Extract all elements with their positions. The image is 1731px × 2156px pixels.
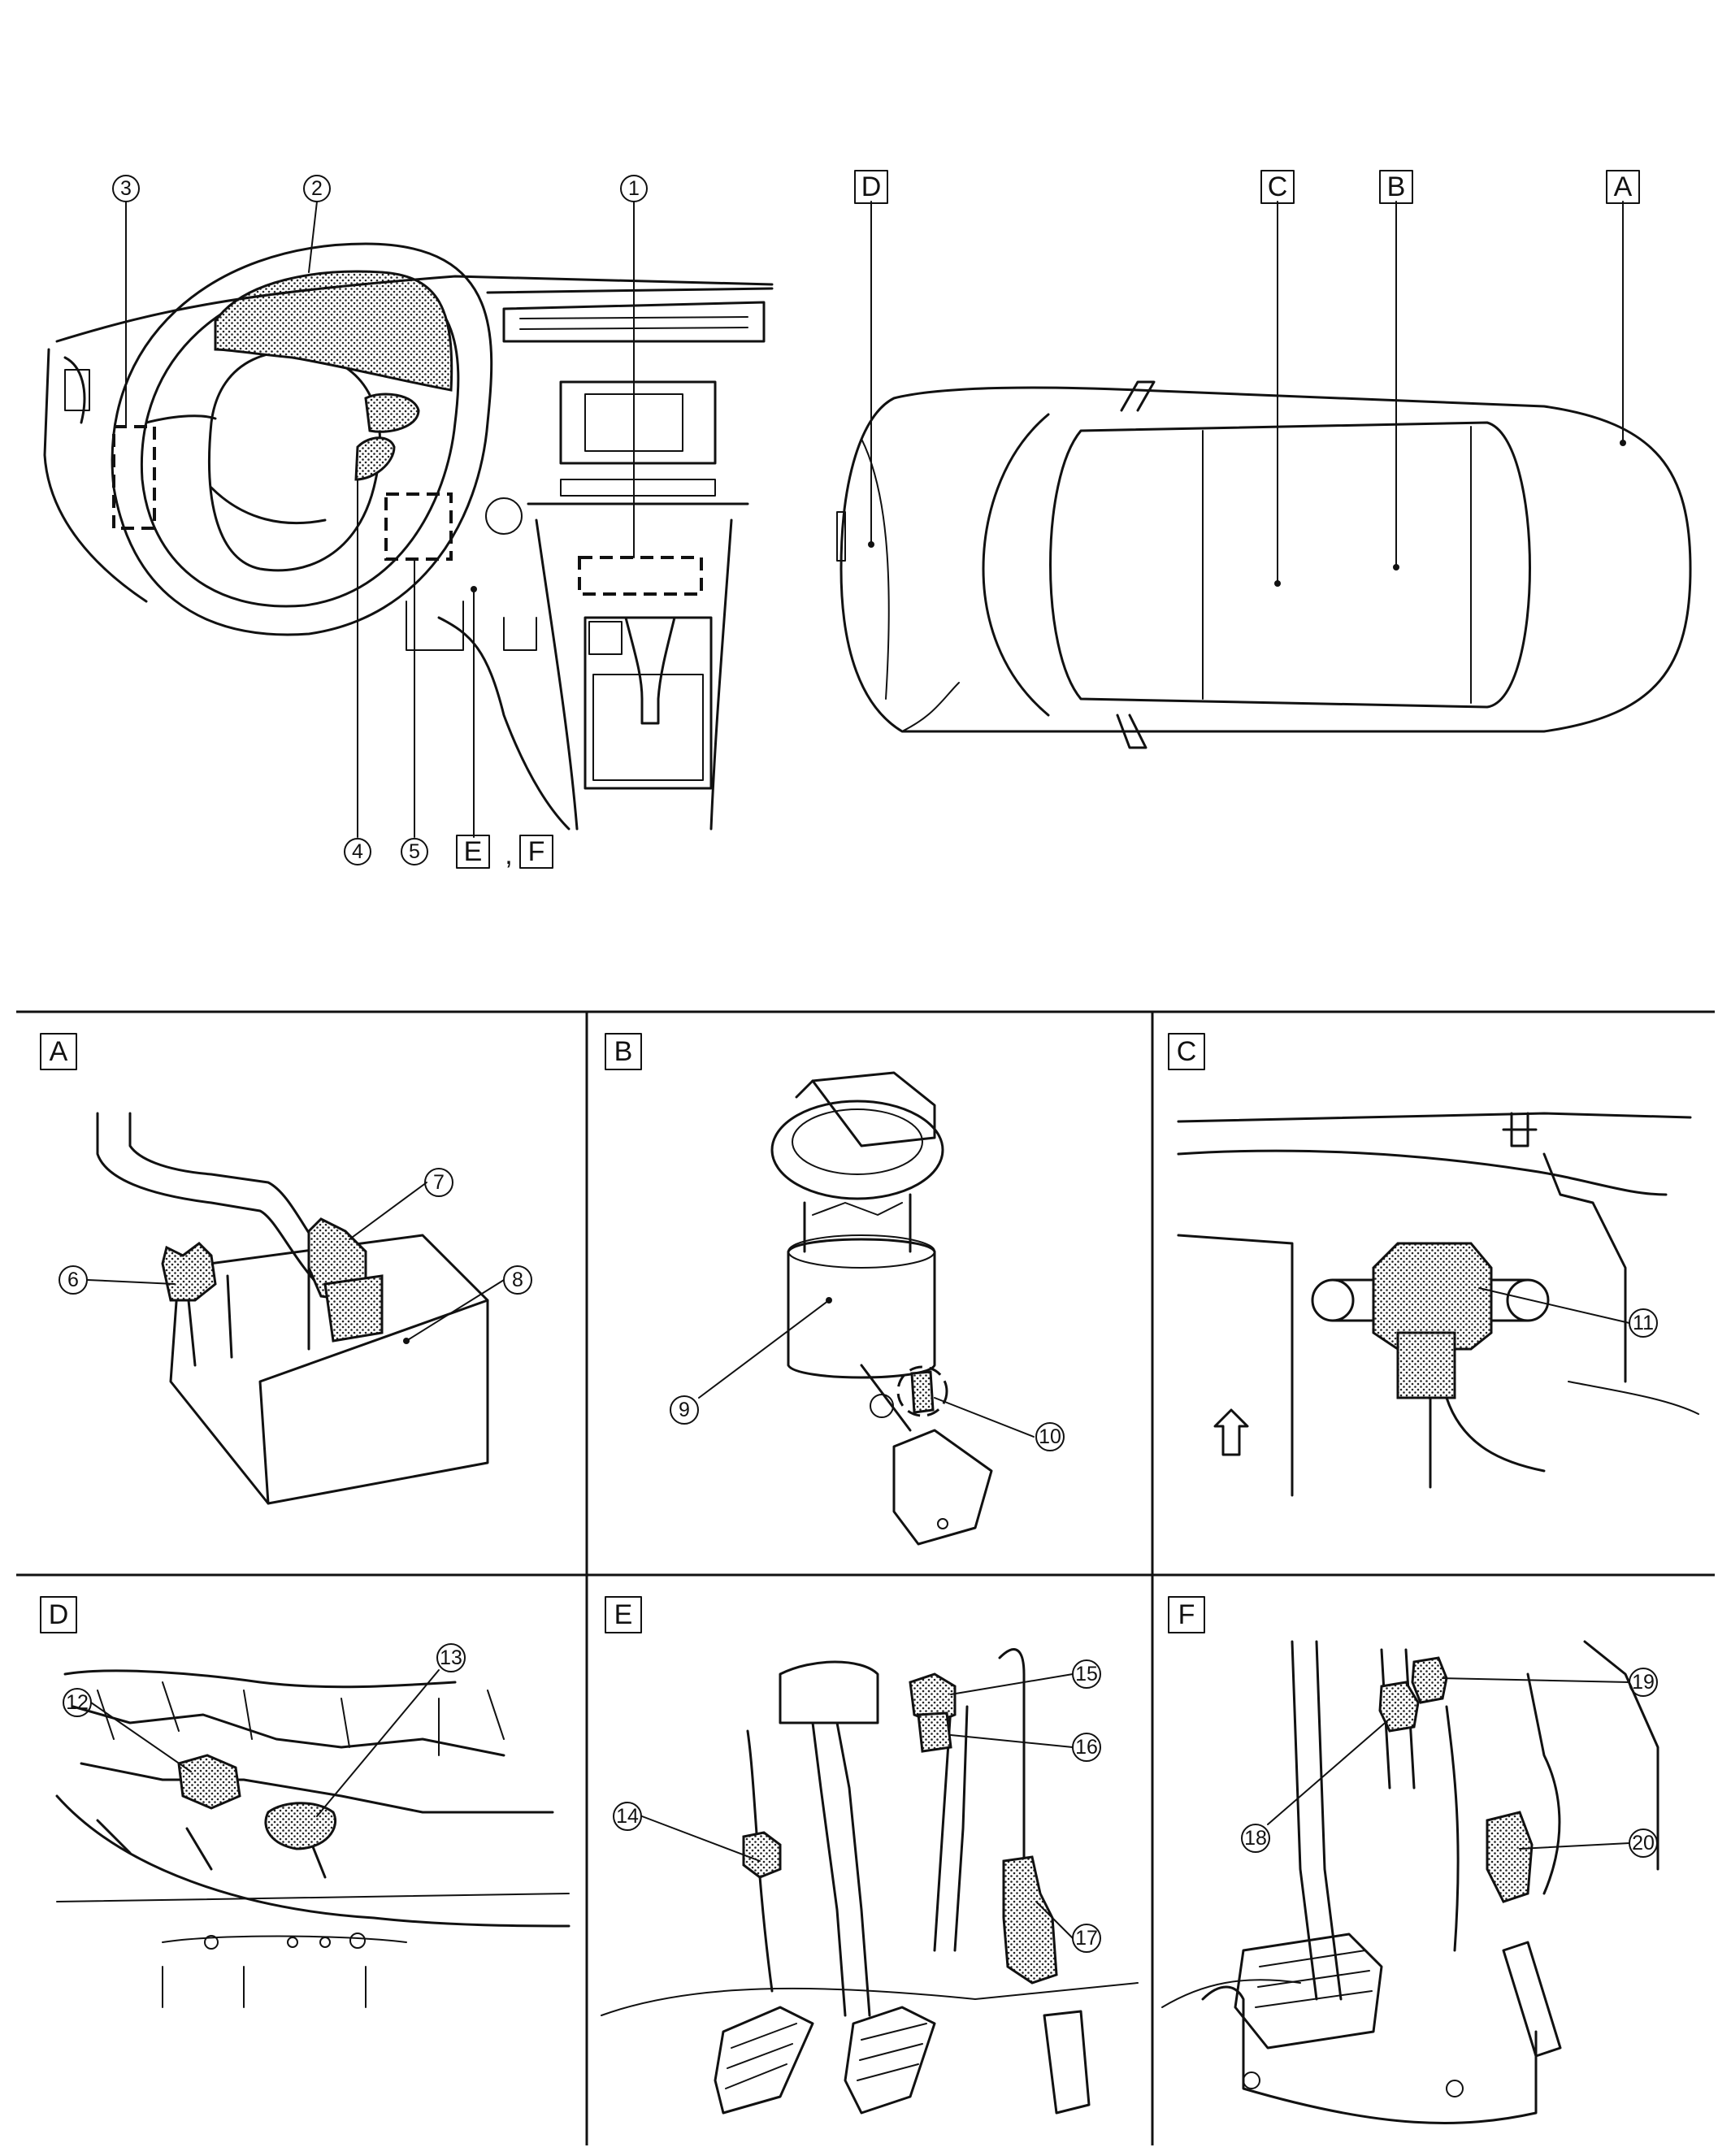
box-label-A-top: A [1606,170,1640,204]
box-label-C-top: C [1260,170,1295,204]
panel-A: A 6 7 8 [40,1033,532,1505]
locator-5 [384,492,453,561]
panel-D: D 12 13 [40,1596,570,2008]
box-label-D-top: D [854,170,888,204]
locator-1 [578,556,703,596]
switch-16 [917,1711,952,1753]
svg-text:2: 2 [311,177,323,200]
svg-text:D: D [861,171,882,202]
svg-text:6: 6 [67,1269,79,1291]
svg-text:9: 9 [679,1399,690,1421]
sensor-11 [1372,1242,1493,1351]
svg-text:A: A [1614,171,1633,202]
svg-text:F: F [1178,1599,1195,1630]
svg-text:11: 11 [1633,1312,1654,1334]
svg-text:16: 16 [1075,1736,1098,1759]
svg-text:18: 18 [1244,1827,1267,1850]
callout-5: 5 [401,838,428,865]
panel-E: E 14 15 16 17 [601,1596,1139,2115]
sensor-20 [1486,1811,1534,1903]
svg-text:13: 13 [440,1646,462,1669]
svg-text:E: E [464,836,483,867]
panel-C: C 11 [1168,1033,1699,1497]
callout-1: 1 [620,175,648,202]
box-label-E: E [456,835,490,869]
svg-text:4: 4 [352,840,363,863]
switch-shaded-upper [364,393,420,433]
box-label-B-top: B [1379,170,1413,204]
switch-18 [1378,1681,1420,1733]
svg-text:17: 17 [1075,1927,1098,1950]
svg-text:C: C [1268,171,1288,202]
svg-text:E: E [614,1599,633,1630]
svg-text:D: D [49,1599,69,1630]
panel-B: B 9 10 [605,1033,1065,1546]
steering-hub [208,350,381,572]
callout-2: 2 [303,175,331,202]
svg-text:3: 3 [120,177,132,200]
switch-19 [1411,1656,1448,1704]
svg-text:5: 5 [409,840,420,863]
callout-3: 3 [112,175,140,202]
svg-text:19: 19 [1632,1671,1655,1694]
vehicle-top-view [836,201,1692,749]
panel-F: F 18 19 20 [1161,1596,1659,2124]
callout-4: 4 [344,838,371,865]
sensor-13 [264,1802,337,1850]
steering-wheel-outer [111,242,493,636]
svg-text:12: 12 [66,1691,89,1714]
box-label-F: F [519,835,553,869]
connector-12 [177,1754,241,1810]
svg-text:8: 8 [512,1269,523,1291]
svg-text:B: B [1387,171,1406,202]
svg-text:F: F [528,836,545,867]
switch-14 [742,1831,782,1879]
dashboard-overview [43,201,774,838]
connector-6 [161,1242,217,1302]
connector-10 [910,1370,935,1414]
svg-text:10: 10 [1039,1425,1061,1448]
svg-text:7: 7 [433,1171,445,1194]
panel-grid [16,1010,1715,2145]
sensor-17 [1002,1855,1058,1985]
svg-text:15: 15 [1075,1663,1098,1685]
svg-text:A: A [50,1036,68,1067]
svg-text:1: 1 [628,177,640,200]
switch-15 [909,1672,957,1724]
svg-text:14: 14 [616,1805,639,1828]
svg-text:C: C [1177,1036,1197,1067]
combination-meter [214,270,453,392]
svg-text:B: B [614,1036,633,1067]
switch-shaded-lower [354,436,396,481]
box-separator: , [505,839,512,870]
svg-text:20: 20 [1632,1832,1655,1855]
locator-3 [112,425,156,530]
